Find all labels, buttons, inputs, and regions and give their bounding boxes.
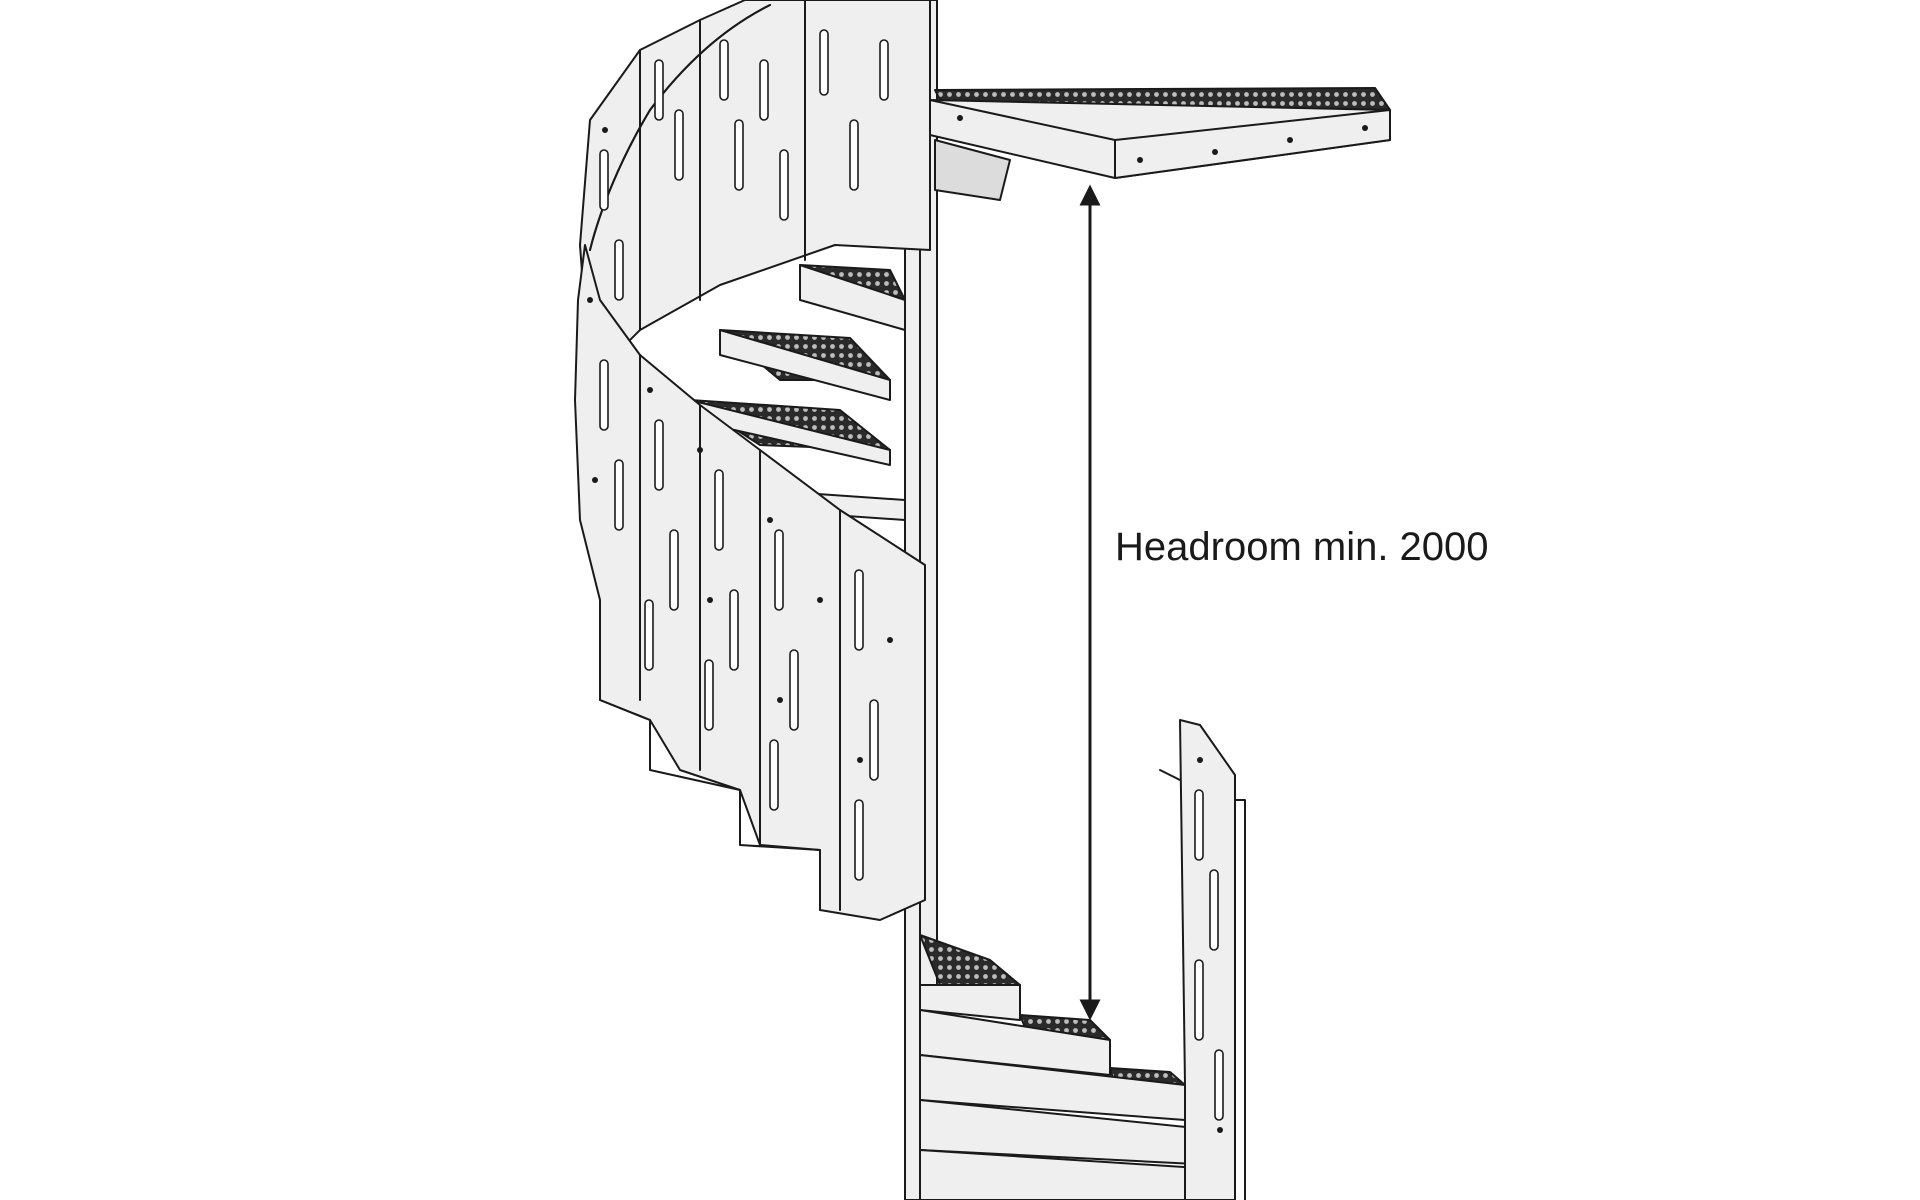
lower-balustrade	[1159, 719, 1246, 1200]
lower-treads	[919, 934, 1231, 1200]
headroom-dimension: Headroom min. 2000	[1079, 184, 1489, 1021]
outer-balustrade	[574, 244, 926, 921]
upper-balustrade	[579, 0, 931, 381]
balustrade-slots	[599, 29, 889, 881]
upper-treads	[689, 139, 1011, 521]
headroom-label: Headroom min. 2000	[1115, 525, 1489, 569]
landing-platform	[929, 87, 1391, 179]
balustrade-bolts	[587, 127, 893, 763]
